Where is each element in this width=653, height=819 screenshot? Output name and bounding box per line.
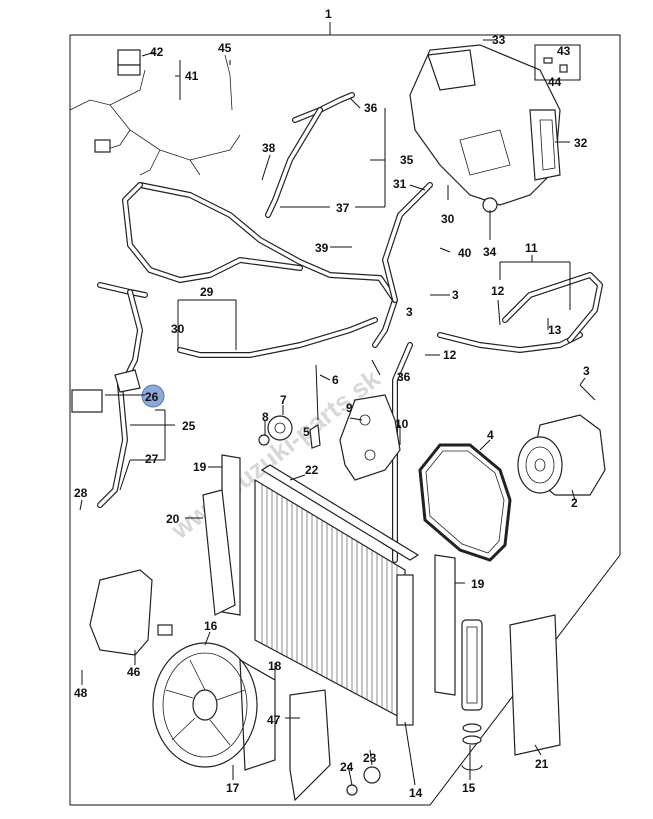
callout-45[interactable]: 45	[218, 41, 232, 55]
callout-3b[interactable]: 3	[406, 305, 413, 319]
callout-9[interactable]: 9	[346, 401, 353, 415]
callout-15[interactable]: 15	[462, 781, 476, 795]
filter-element	[461, 619, 483, 711]
callout-31[interactable]: 31	[393, 177, 407, 191]
callout-27[interactable]: 27	[145, 452, 159, 466]
callout-39[interactable]: 39	[315, 241, 329, 255]
callout-4[interactable]: 4	[487, 428, 494, 442]
callout-18[interactable]: 18	[268, 659, 282, 673]
callout-23[interactable]: 23	[363, 751, 377, 765]
callout-24[interactable]: 24	[340, 760, 354, 774]
callout-30b[interactable]: 30	[171, 322, 185, 336]
callout-7[interactable]: 7	[280, 393, 287, 407]
clip-set-box	[534, 44, 581, 81]
callout-28[interactable]: 28	[74, 486, 88, 500]
callout-44[interactable]: 44	[548, 75, 562, 89]
wiring-harness	[69, 69, 241, 176]
callout-43[interactable]: 43	[557, 44, 571, 58]
callout-30a[interactable]: 30	[441, 212, 455, 226]
callout-41[interactable]: 41	[185, 69, 199, 83]
callout-21[interactable]: 21	[535, 757, 549, 771]
callout-26[interactable]: 26	[145, 390, 159, 404]
callout-36a[interactable]: 36	[364, 101, 378, 115]
callout-5[interactable]: 5	[303, 425, 310, 439]
callout-20[interactable]: 20	[166, 512, 180, 526]
callout-35[interactable]: 35	[400, 153, 414, 167]
callout-11[interactable]: 11	[525, 241, 538, 255]
callout-8[interactable]: 8	[262, 410, 269, 424]
pressure-sensor	[71, 389, 103, 413]
callout-48[interactable]: 48	[74, 686, 88, 700]
compressor-bracket	[339, 394, 401, 481]
callout-36b[interactable]: 36	[397, 370, 411, 384]
cooling-fan	[152, 642, 276, 771]
callout-17[interactable]: 17	[226, 781, 240, 795]
condenser	[254, 464, 420, 721]
callout-6[interactable]: 6	[332, 373, 339, 387]
callout-14[interactable]: 14	[409, 786, 423, 800]
hvac-unit	[409, 44, 561, 213]
callout-12b[interactable]: 12	[443, 348, 457, 362]
callout-47[interactable]: 47	[267, 713, 281, 727]
callout-40[interactable]: 40	[458, 246, 472, 260]
callout-13[interactable]: 13	[548, 323, 562, 337]
fan-shroud-mesh	[289, 689, 331, 802]
callout-38[interactable]: 38	[262, 141, 276, 155]
callout-42[interactable]: 42	[150, 45, 164, 59]
fan-bracket	[89, 569, 153, 656]
callout-3a[interactable]: 3	[452, 288, 459, 302]
selected-callout-highlight	[141, 384, 165, 408]
callout-37[interactable]: 37	[336, 201, 350, 215]
callout-2[interactable]: 2	[571, 496, 578, 510]
callout-33[interactable]: 33	[492, 33, 506, 47]
callout-22[interactable]: 22	[305, 463, 319, 477]
callout-labels: 1 42 41 45 33 43 44 32 36 35 38 37 31 30…	[74, 7, 590, 800]
callout-25[interactable]: 25	[182, 419, 196, 433]
callout-46[interactable]: 46	[127, 665, 141, 679]
callout-29[interactable]: 29	[200, 285, 214, 299]
seal-strip-21	[509, 614, 561, 756]
callout-32[interactable]: 32	[574, 136, 588, 150]
callout-19b[interactable]: 19	[471, 577, 485, 591]
callout-34[interactable]: 34	[483, 245, 497, 259]
drive-belt	[418, 443, 512, 562]
callout-19a[interactable]: 19	[193, 460, 207, 474]
seal-strip-19-right	[434, 554, 456, 696]
callout-16[interactable]: 16	[204, 619, 218, 633]
compressor	[517, 414, 606, 496]
callout-3c[interactable]: 3	[583, 364, 590, 378]
rubber-mount	[363, 766, 381, 784]
refrigerant-pipes	[97, 92, 603, 563]
callout-12a[interactable]: 12	[491, 284, 505, 298]
callout-1[interactable]: 1	[325, 7, 332, 21]
leader-lines	[79, 22, 596, 786]
receiver-drier	[396, 574, 414, 726]
callout-10[interactable]: 10	[395, 417, 409, 431]
seal-strip-20	[202, 489, 236, 616]
idler-pulley	[267, 415, 293, 441]
